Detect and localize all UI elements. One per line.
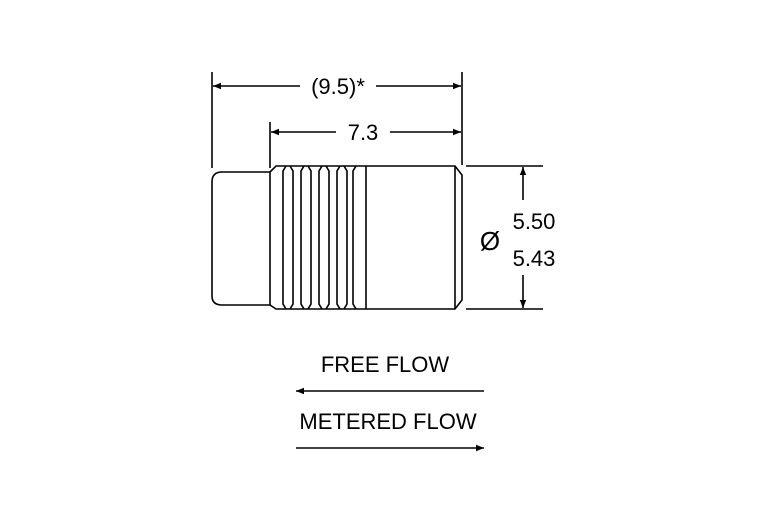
fitting-right-barrel <box>366 165 463 310</box>
free-flow-label: FREE FLOW <box>321 352 450 377</box>
diameter-min-label: 5.43 <box>513 246 556 271</box>
metered-flow-label: METERED FLOW <box>299 409 476 434</box>
fitting-left-cap <box>211 171 270 306</box>
body-length-label: 7.3 <box>348 120 379 145</box>
overall-length-label: (9.5)* <box>311 74 365 99</box>
fitting-grooved-section <box>269 165 367 310</box>
diameter-max-label: 5.50 <box>513 209 556 234</box>
diameter-symbol: Ø <box>480 226 500 256</box>
